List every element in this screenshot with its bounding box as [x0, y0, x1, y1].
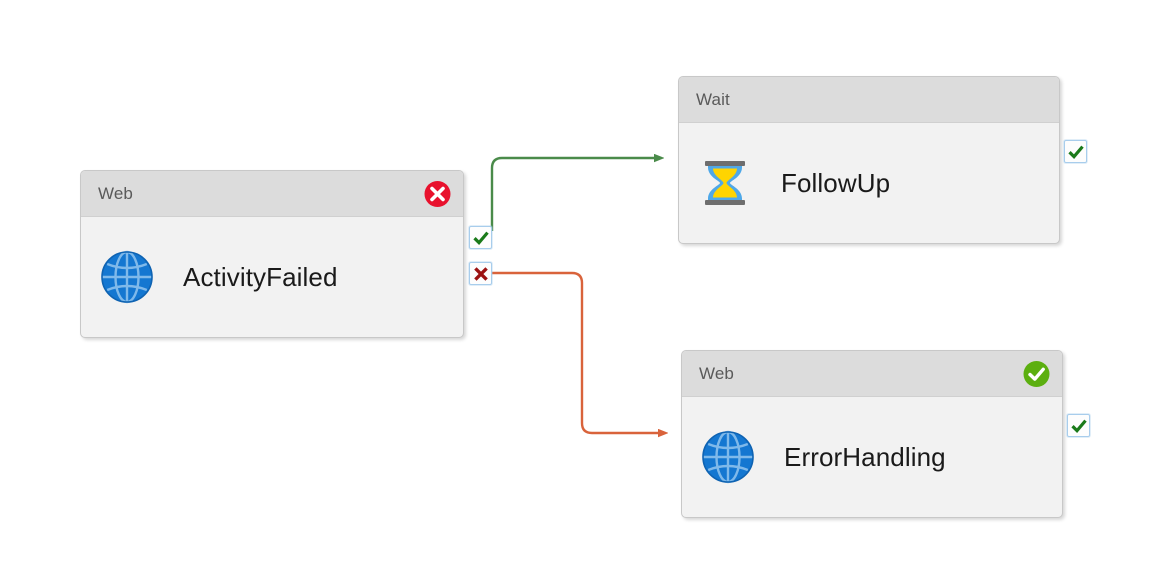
node-name-label: ActivityFailed — [183, 261, 338, 292]
node-type-label: Wait — [696, 89, 730, 109]
globe-icon — [700, 429, 756, 485]
node-header: Wait — [679, 77, 1059, 123]
handle-success-out-follow-up[interactable] — [1064, 140, 1087, 163]
node-header: Web — [81, 171, 463, 217]
check-icon — [1070, 419, 1087, 433]
node-body: ErrorHandling — [682, 397, 1062, 517]
node-body: ActivityFailed — [81, 217, 463, 337]
hourglass-icon — [697, 155, 753, 211]
check-icon — [1067, 145, 1084, 159]
node-name-label: FollowUp — [781, 167, 891, 198]
success-circle-icon — [1023, 360, 1050, 387]
node-body: FollowUp — [679, 123, 1059, 243]
cross-icon — [473, 266, 488, 281]
node-type-label: Web — [699, 363, 734, 383]
node-error-handling[interactable]: Web — [681, 350, 1063, 518]
check-icon — [472, 231, 489, 245]
edge-error-path — [492, 271, 659, 433]
globe-icon — [99, 249, 155, 305]
node-follow-up[interactable]: Wait FollowUp — [678, 76, 1060, 244]
node-activity-failed[interactable]: Web — [80, 170, 464, 338]
node-header: Web — [682, 351, 1062, 397]
edge-success-path — [490, 158, 655, 231]
node-type-label: Web — [98, 183, 133, 203]
handle-success-out-error-handling[interactable] — [1067, 414, 1090, 437]
error-circle-icon — [424, 180, 451, 207]
handle-error-out-activity-failed[interactable] — [469, 262, 492, 285]
node-name-label: ErrorHandling — [784, 441, 946, 472]
handle-success-out-activity-failed[interactable] — [469, 226, 492, 249]
